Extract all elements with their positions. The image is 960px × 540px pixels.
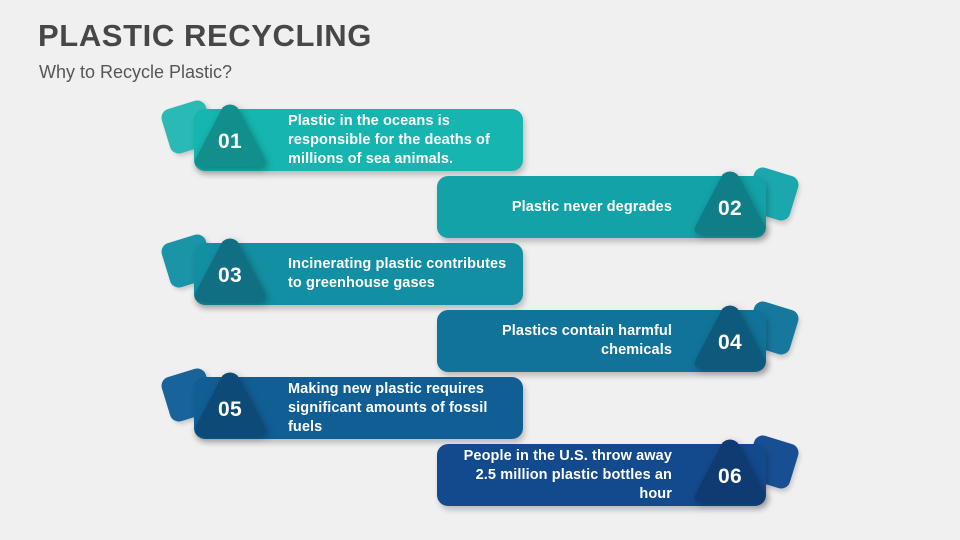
fact-text: Plastics contain harmful chemicals	[502, 323, 672, 358]
fact-row-03[interactable]: Incinerating plastic contributes to gree…	[159, 232, 523, 308]
badge-number: 05	[218, 397, 242, 421]
fact-text: Plastic never degrades	[511, 198, 672, 215]
fact-text: Making new plastic requires significant …	[288, 380, 488, 435]
fact-text: Incinerating plastic contributes to gree…	[288, 256, 507, 291]
fact-text: People in the U.S. throw away 2.5 millio…	[463, 447, 672, 502]
fact-row-05[interactable]: Making new plastic requires significant …	[159, 366, 523, 442]
fact-text: Plastic in the oceans is responsible for…	[288, 112, 490, 167]
fact-row-01[interactable]: Plastic in the oceans is responsible for…	[159, 98, 523, 174]
number-badge-05[interactable]: 05	[191, 370, 269, 440]
fact-row-02[interactable]: Plastic never degrades 02	[437, 165, 801, 241]
triangle-icon	[194, 238, 266, 301]
triangle-icon	[694, 305, 766, 368]
page-subtitle: Why to Recycle Plastic?	[39, 62, 233, 82]
triangle-icon	[694, 439, 766, 502]
page-title: PLASTIC RECYCLING	[38, 18, 372, 53]
badge-number: 01	[218, 129, 242, 153]
fact-row-04[interactable]: Plastics contain harmful chemicals 04	[437, 299, 801, 375]
fact-row-06[interactable]: People in the U.S. throw away 2.5 millio…	[437, 433, 801, 509]
badge-number: 03	[218, 263, 242, 287]
badge-number: 06	[718, 464, 742, 488]
triangle-icon	[694, 171, 766, 234]
number-badge-02[interactable]: 02	[691, 169, 769, 239]
badge-number: 04	[718, 330, 742, 354]
number-badge-01[interactable]: 01	[191, 102, 269, 172]
badge-number: 02	[718, 196, 742, 220]
number-badge-06[interactable]: 06	[691, 437, 769, 507]
number-badge-04[interactable]: 04	[691, 303, 769, 373]
number-badge-03[interactable]: 03	[191, 236, 269, 306]
triangle-icon	[194, 104, 266, 167]
triangle-icon	[194, 372, 266, 435]
